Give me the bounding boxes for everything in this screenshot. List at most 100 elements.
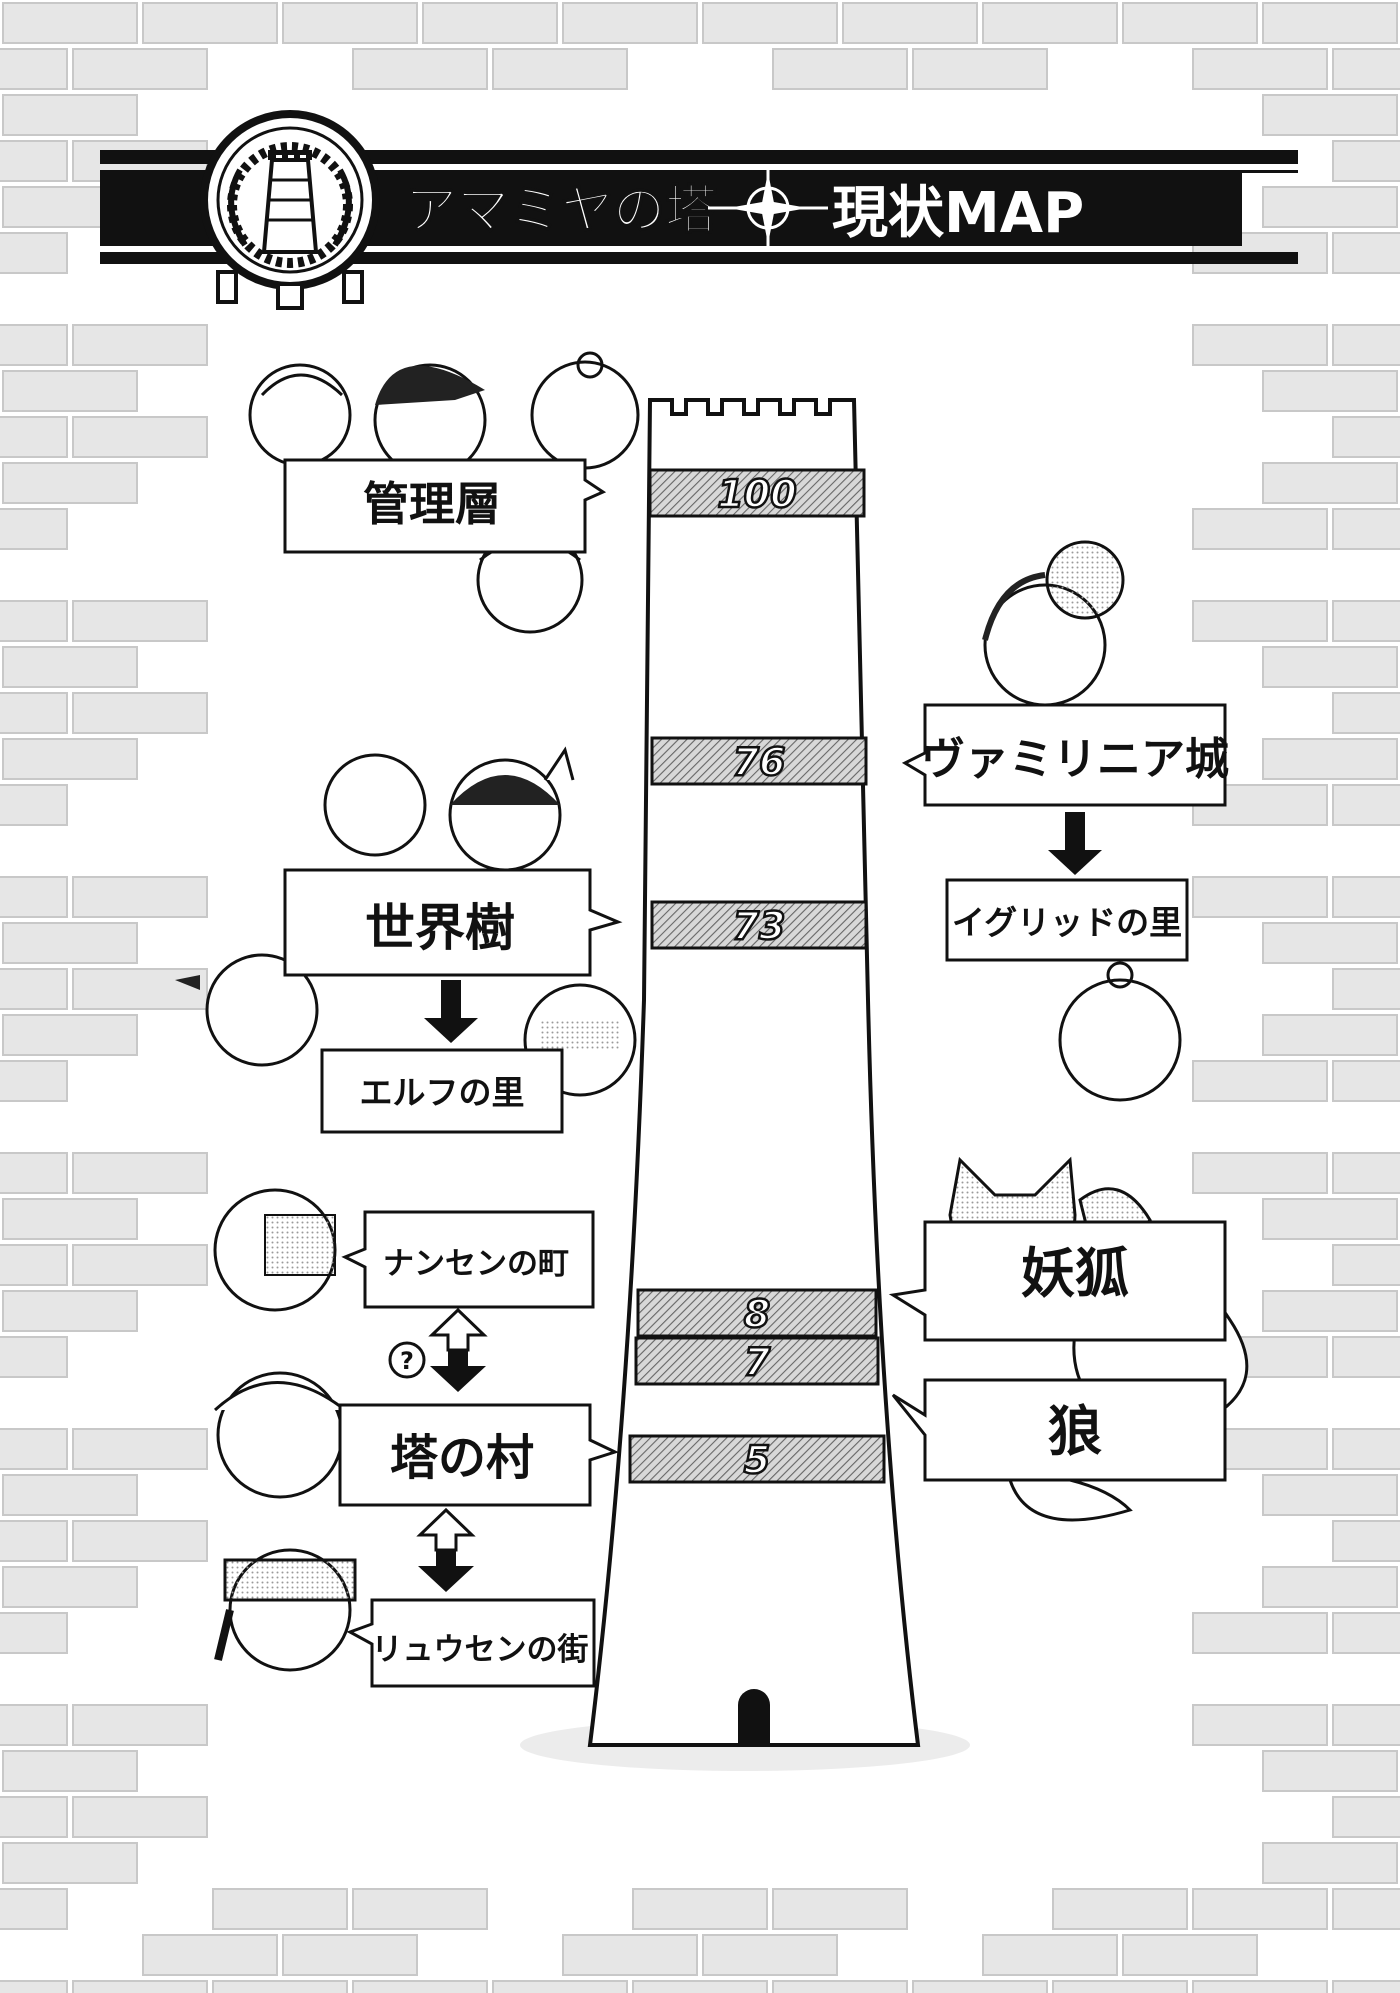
brick (1192, 508, 1328, 550)
brick (0, 1152, 68, 1194)
location-vamilinia-castle: ヴァミリニア城 (901, 703, 1229, 807)
header-subtitle: 現状MAP (832, 181, 1084, 246)
brick (772, 48, 908, 90)
location-wolf: 狼 (891, 1378, 1227, 1482)
location-elf-village: エルフの里 (320, 1048, 564, 1134)
brick (1262, 2, 1398, 44)
bidirectional-arrow-icon (416, 1507, 476, 1592)
brick (72, 692, 208, 734)
brick (352, 48, 488, 90)
brick (0, 1888, 68, 1930)
header-title: アマミヤの塔 (405, 181, 718, 241)
brick (2, 1290, 138, 1332)
brick (2, 94, 138, 136)
brick (1262, 1474, 1398, 1516)
brick (0, 1796, 68, 1838)
location-label: 狼 (1048, 1400, 1102, 1463)
brick (1332, 140, 1400, 182)
brick (1332, 968, 1400, 1010)
brick (72, 600, 208, 642)
brick (0, 692, 68, 734)
brick (1332, 600, 1400, 642)
brick (1262, 1750, 1398, 1792)
brick (72, 968, 208, 1010)
brick (1122, 2, 1258, 44)
brick (1332, 692, 1400, 734)
brick (1332, 48, 1400, 90)
brick (72, 1796, 208, 1838)
character-head-icon (1058, 961, 1182, 1102)
brick (422, 2, 558, 44)
brick (0, 508, 68, 550)
location-label: ナンセンの町 (383, 1246, 569, 1282)
location-label: イグリッドの里 (952, 903, 1182, 942)
location-label: 世界樹 (365, 899, 515, 957)
tower-gear-emblem-icon (200, 110, 380, 310)
brick (492, 1980, 628, 1993)
brick (0, 324, 68, 366)
location-label: リュウセンの街 (372, 1632, 589, 1668)
location-youko: 妖狐 (888, 1220, 1227, 1342)
compass-star-icon (708, 166, 828, 250)
brick (282, 1934, 418, 1976)
brick (0, 600, 68, 642)
brick (72, 324, 208, 366)
brick (0, 784, 68, 826)
brick (1332, 1060, 1400, 1102)
brick (1332, 1612, 1400, 1654)
down-arrow-icon (1048, 812, 1102, 875)
brick (1262, 1566, 1398, 1608)
brick (772, 1980, 908, 1993)
brick (1332, 1520, 1400, 1562)
brick (1262, 1842, 1398, 1884)
brick (72, 1244, 208, 1286)
brick (0, 1980, 68, 1993)
brick (912, 1980, 1048, 1993)
character-head-icon (213, 1188, 337, 1312)
brick (1262, 370, 1398, 412)
character-head-icon (982, 540, 1125, 707)
brick (212, 1980, 348, 1993)
character-head-icon (373, 363, 487, 477)
floor-band-f73 (650, 900, 868, 950)
brick (1332, 876, 1400, 918)
brick (1262, 738, 1398, 780)
brick (2, 922, 138, 964)
brick (1332, 324, 1400, 366)
character-head-icon (448, 746, 575, 872)
brick (1262, 94, 1398, 136)
location-tower-village: 塔の村 (338, 1403, 620, 1507)
character-head-icon (213, 1371, 346, 1499)
brick (1262, 646, 1398, 688)
brick (1192, 1980, 1328, 1993)
location-label: エルフの里 (360, 1073, 525, 1112)
floor-number-f5: 5 (744, 1438, 770, 1482)
brick (2, 2, 138, 44)
brick (72, 1152, 208, 1194)
brick (1332, 1888, 1400, 1930)
brick (1332, 1244, 1400, 1286)
brick (1332, 1428, 1400, 1470)
brick (982, 2, 1118, 44)
brick (702, 2, 838, 44)
brick (1332, 1980, 1400, 1993)
brick (772, 1888, 908, 1930)
brick (562, 2, 698, 44)
brick (1332, 1704, 1400, 1746)
brick (1332, 416, 1400, 458)
brick (0, 968, 68, 1010)
brick (1332, 232, 1400, 274)
brick (1262, 1290, 1398, 1332)
brick (0, 1244, 68, 1286)
location-ryusen-town: リュウセンの街 (346, 1598, 596, 1688)
brick (1332, 1152, 1400, 1194)
brick (1192, 324, 1328, 366)
brick (72, 48, 208, 90)
brick (72, 1520, 208, 1562)
character-head-icon (175, 953, 319, 1067)
location-label: ヴァミリニア城 (921, 734, 1229, 785)
brick (1192, 600, 1328, 642)
brick (1332, 1796, 1400, 1838)
brick (72, 1980, 208, 1993)
